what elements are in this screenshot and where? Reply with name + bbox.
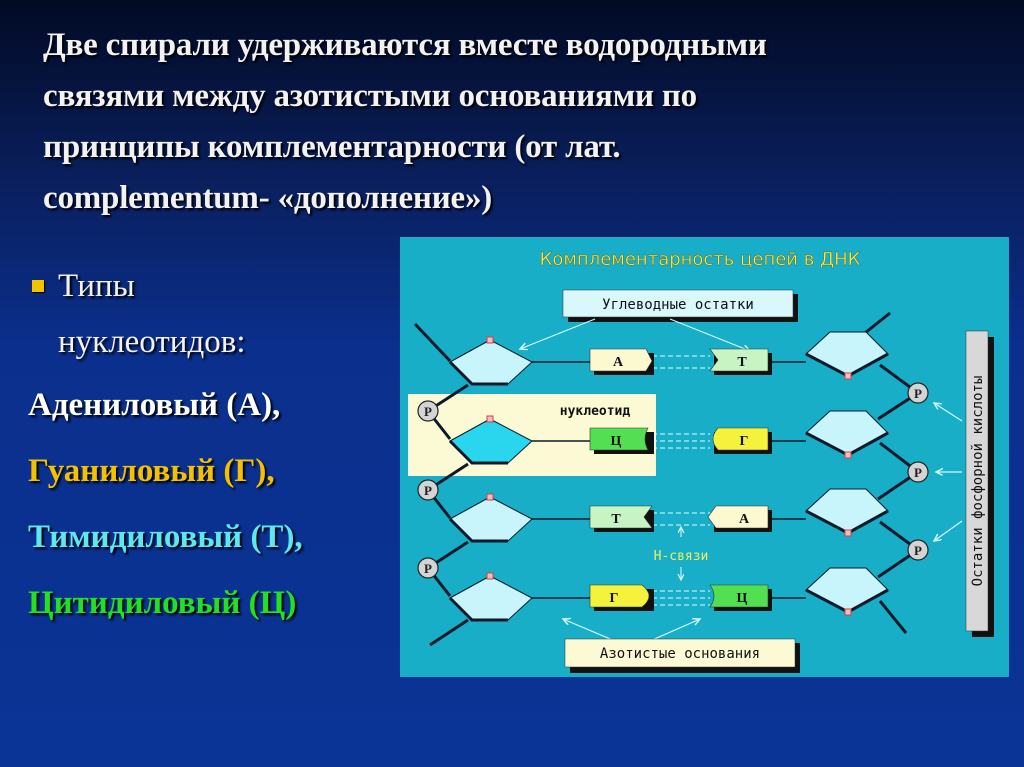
base-connectors bbox=[532, 361, 806, 599]
svg-text:Р: Р bbox=[914, 465, 922, 480]
phosphate-icon: Р bbox=[907, 539, 929, 561]
phosphate-icon: Р bbox=[417, 479, 439, 501]
hbonds-label: Н-связи bbox=[654, 549, 709, 564]
bases-arrow-left bbox=[563, 619, 616, 642]
base-thymine bbox=[589, 505, 653, 529]
svg-text:Р: Р bbox=[914, 543, 922, 558]
title-line-3: принципы комплементарности (от лат. bbox=[43, 129, 621, 165]
base-label: А bbox=[739, 512, 750, 527]
bullet-text: Типы нуклеотидов: bbox=[58, 258, 246, 370]
bullet-line-1: Типы bbox=[58, 268, 135, 304]
sugar-left-1 bbox=[448, 336, 533, 386]
bullet-item: Типы нуклеотидов: bbox=[28, 258, 418, 370]
type-cytidyl: Цитидиловый (Ц) bbox=[28, 585, 297, 621]
title-line-1: Две спирали удерживаются вместе водородн… bbox=[43, 27, 767, 63]
carbs-label: Углеводные остатки bbox=[602, 297, 754, 313]
base-guanine bbox=[589, 584, 650, 608]
svg-text:Р: Р bbox=[914, 386, 922, 401]
bullet-line-2: нуклеотидов: bbox=[58, 324, 246, 360]
phosphate-icon: Р bbox=[907, 461, 929, 483]
phosphates-label-box: Остатки фосфорной кислоты bbox=[965, 330, 994, 637]
sugar-right-3 bbox=[805, 488, 889, 537]
base-cytosine bbox=[709, 584, 769, 608]
right-sugars bbox=[805, 331, 889, 616]
hydrogen-bonds bbox=[652, 355, 710, 606]
bases-arrow-right bbox=[649, 619, 700, 642]
nucleotide-label: нуклеотид bbox=[560, 404, 631, 419]
left-phosphates: Р Р Р bbox=[417, 400, 439, 579]
sugar-left-3 bbox=[448, 493, 533, 543]
svg-text:Р: Р bbox=[424, 404, 432, 419]
title-line-4: complementum- «дополнение») bbox=[43, 180, 493, 216]
svg-text:Р: Р bbox=[424, 561, 432, 576]
type-thymidyl: Тимидиловый (Т), bbox=[28, 519, 303, 555]
phosphate-icon: Р bbox=[417, 400, 439, 422]
right-phosphates: Р Р Р bbox=[907, 382, 929, 561]
phosphate-arrow-1 bbox=[934, 403, 963, 422]
base-cytosine bbox=[589, 427, 649, 451]
nucleotide-types-list: Типы нуклеотидов: Адениловый (А), Гуанил… bbox=[28, 258, 418, 636]
base-label: Ц bbox=[611, 434, 622, 449]
carbs-arrow-right bbox=[669, 318, 750, 351]
sugar-right-2 bbox=[805, 410, 889, 459]
carbs-label-box: Углеводные остатки bbox=[562, 289, 798, 322]
carbs-arrow-left bbox=[520, 318, 596, 349]
base-label: А bbox=[613, 355, 624, 370]
type-adenyl: Адениловый (А), bbox=[28, 387, 281, 423]
base-label: Т bbox=[611, 512, 621, 527]
diagram-title: Комплементарность цепей в ДНК bbox=[540, 249, 861, 270]
base-adenine bbox=[589, 348, 653, 372]
square-bullet-icon bbox=[32, 280, 44, 292]
sugar-left-2-highlighted bbox=[448, 415, 533, 465]
base-guanine bbox=[712, 427, 769, 451]
dna-complementarity-diagram: Комплементарность цепей в ДНК Углеводные… bbox=[400, 237, 1009, 677]
sugar-right-1 bbox=[805, 331, 889, 380]
left-sugars bbox=[448, 336, 533, 622]
phosphate-arrow-3 bbox=[934, 520, 963, 541]
phosphates-label: Остатки фосфорной кислоты bbox=[970, 376, 986, 587]
base-pair-2: Ц Г bbox=[589, 427, 772, 454]
sugar-left-4 bbox=[448, 572, 533, 622]
sugar-right-4 bbox=[805, 567, 889, 616]
base-adenine bbox=[707, 505, 769, 529]
title-line-2: связями между азотистыми основаниями по bbox=[43, 78, 697, 114]
base-label: Г bbox=[740, 434, 749, 449]
base-thymine bbox=[709, 348, 769, 372]
base-label: Г bbox=[610, 591, 619, 606]
svg-text:Р: Р bbox=[424, 483, 432, 498]
base-label: Т bbox=[737, 355, 747, 370]
base-label: Ц bbox=[737, 591, 748, 606]
phosphate-icon: Р bbox=[417, 557, 439, 579]
bases-label-box: Азотистые основания bbox=[564, 638, 800, 673]
type-guanyl: Гуаниловый (Г), bbox=[28, 453, 275, 489]
bases-label: Азотистые основания bbox=[600, 646, 760, 662]
base-pair-4: Г Ц bbox=[589, 584, 772, 611]
phosphate-icon: Р bbox=[907, 382, 929, 404]
base-pair-3: Т А bbox=[589, 505, 772, 532]
slide-title: Две спирали удерживаются вместе водородн… bbox=[43, 20, 983, 224]
base-pair-1: А Т bbox=[589, 348, 772, 375]
